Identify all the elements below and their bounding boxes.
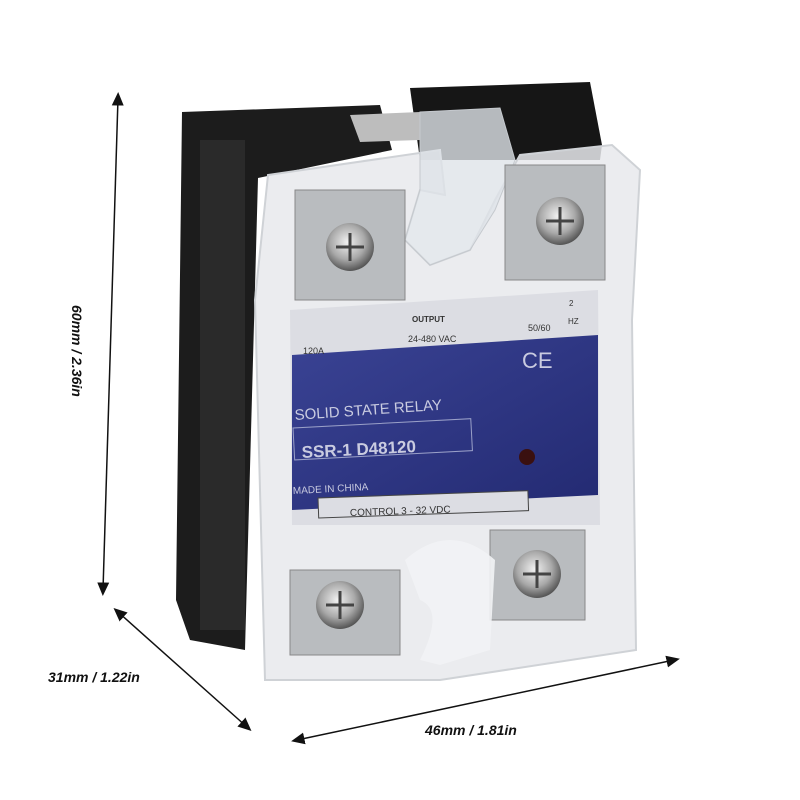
screw-icon: [326, 223, 374, 271]
label-origin: MADE IN CHINA: [293, 482, 369, 497]
label-hz: HZ: [568, 317, 579, 326]
depth-dimension-label: 31mm / 1.22in: [48, 669, 140, 685]
depth-dimension-arrow: [113, 608, 252, 731]
height-dimension-label: 60mm / 2.36in: [69, 305, 85, 397]
width-dimension-label: 46mm / 1.81in: [424, 722, 517, 738]
product-label: OUTPUT 120A 24-480 VAC 50/60 HZ 2 CE SOL…: [290, 290, 600, 525]
screw-icon: [513, 550, 561, 598]
label-ce-mark: CE: [522, 348, 553, 373]
width-dimension-arrow: [291, 655, 680, 745]
screw-icon: [536, 197, 584, 245]
status-led: [519, 449, 535, 465]
cover-notch: [405, 540, 495, 665]
relay-base: [176, 82, 602, 650]
screw-icon: [316, 581, 364, 629]
height-dimension-arrow: [97, 92, 124, 596]
label-frequency: 50/60: [528, 323, 551, 333]
label-control: CONTROL 3 - 32 VDC: [350, 504, 451, 519]
label-voltage: 24-480 VAC: [408, 334, 457, 344]
label-current: 120A: [303, 346, 324, 356]
label-output: OUTPUT: [412, 315, 445, 324]
label-terminal-2: 2: [569, 299, 574, 308]
